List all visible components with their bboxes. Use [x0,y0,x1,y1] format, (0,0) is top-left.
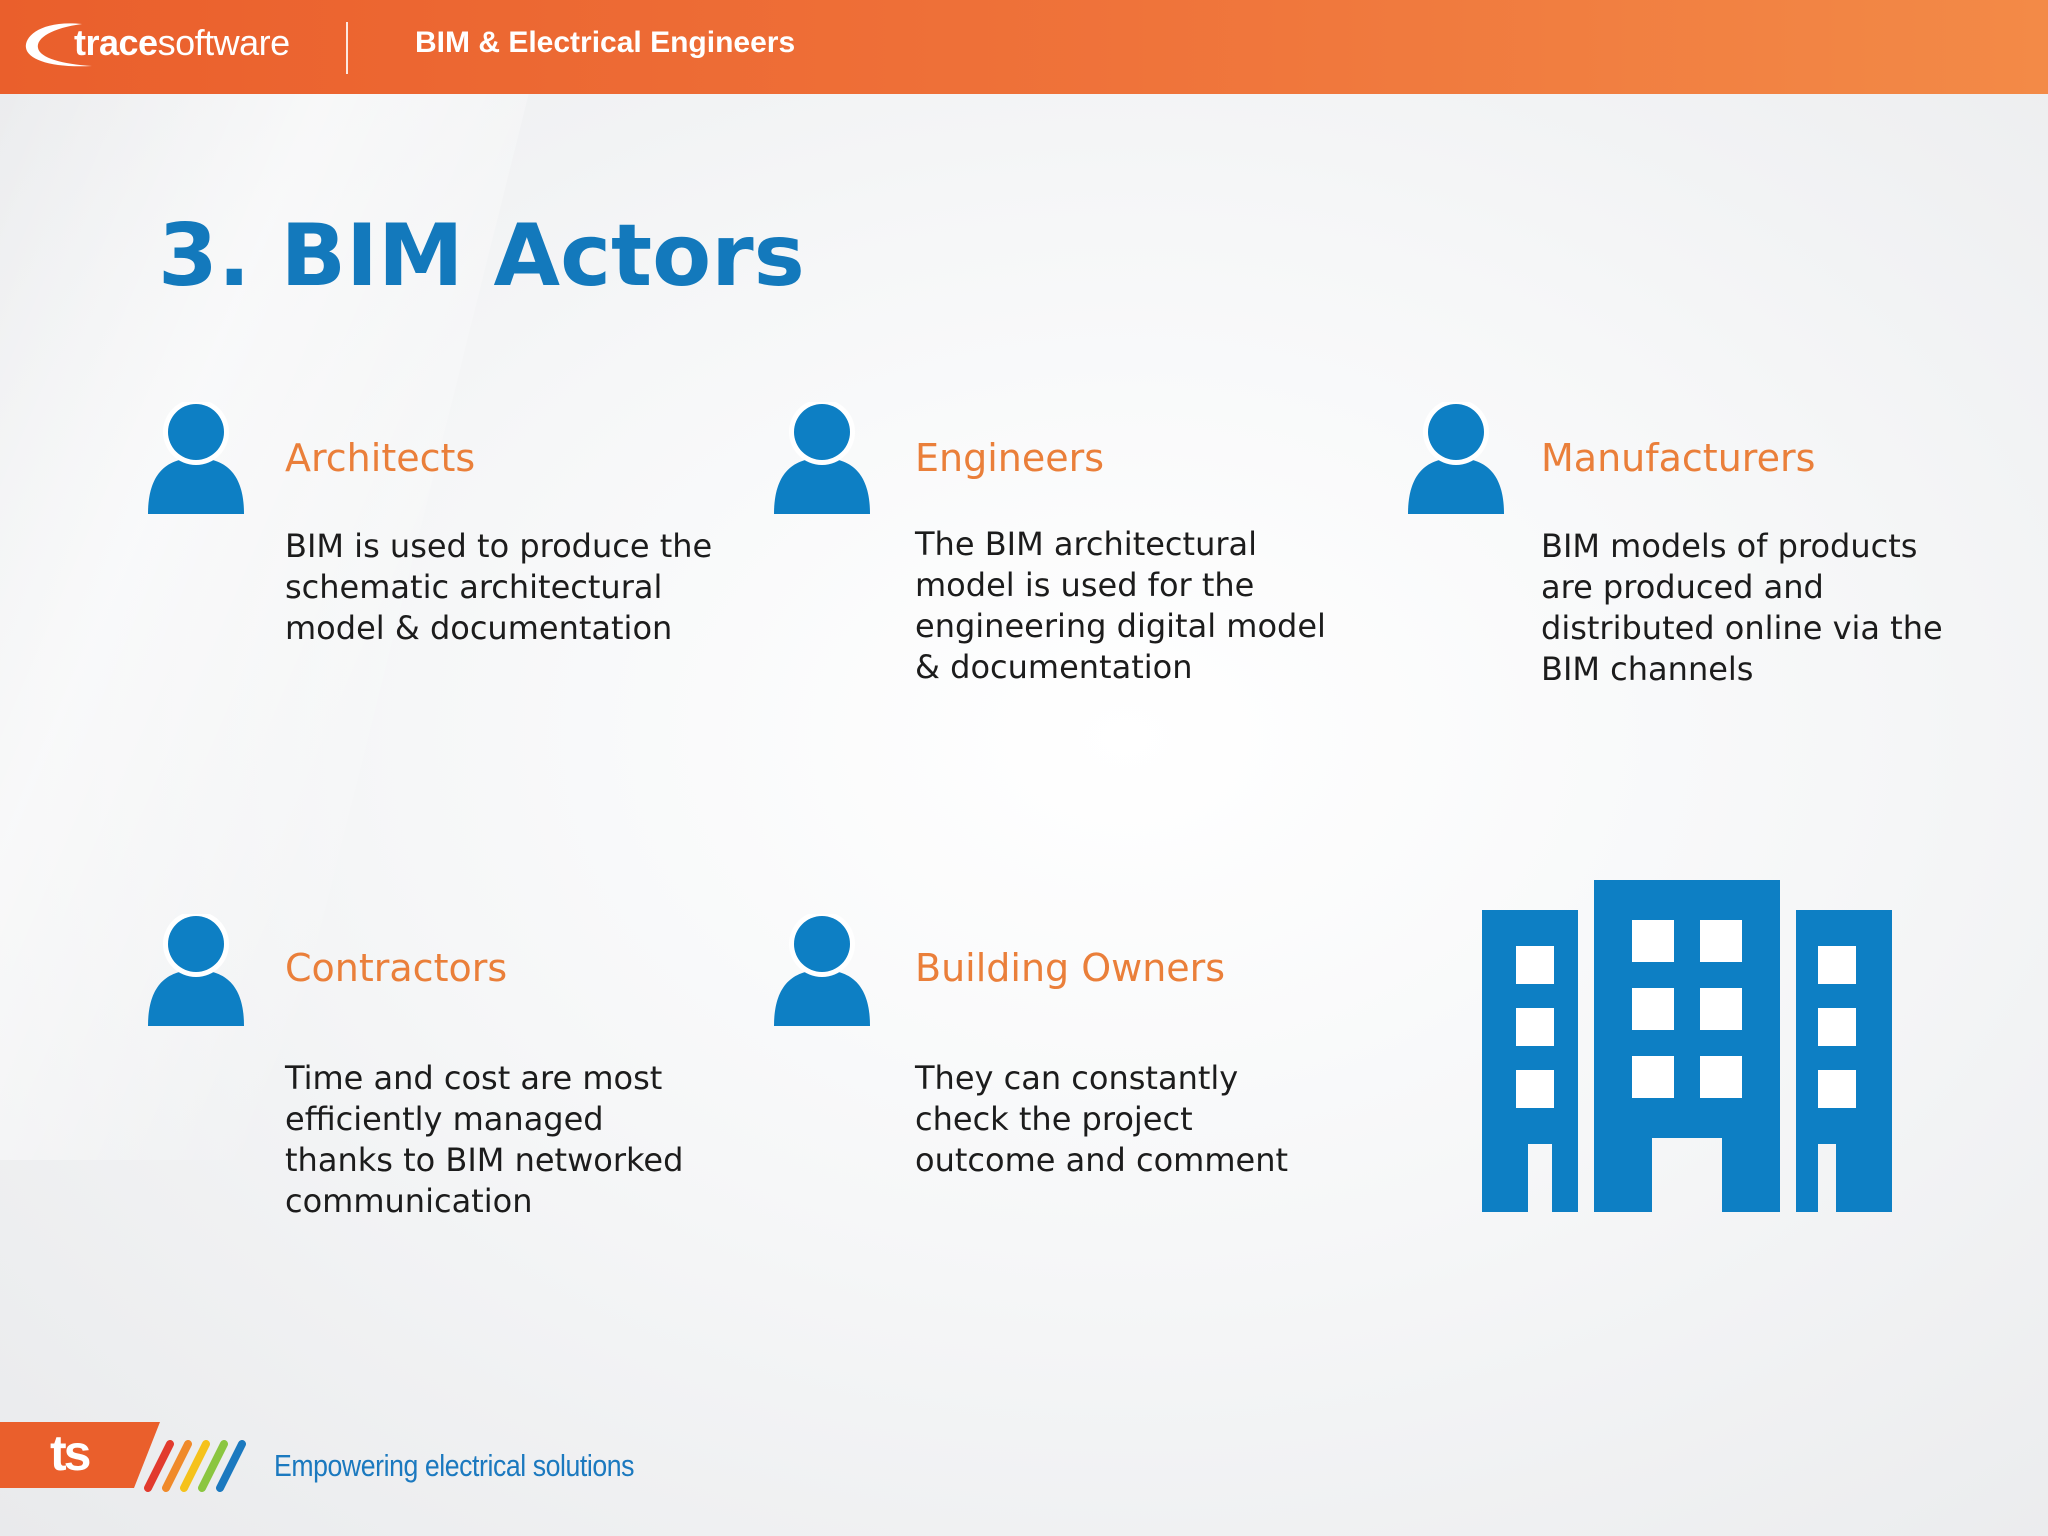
header-bar: tracesoftware BIM & Electrical Engineers [0,0,2048,94]
person-icon [774,914,870,1026]
person-icon [1408,402,1504,514]
actor-heading-engineers: Engineers [915,436,1105,480]
footer-badge-text: ts [50,1425,92,1481]
logo-wordmark-bold: trace [74,22,158,63]
actor-description-architects: BIM is used to produce the schematic arc… [285,527,713,647]
header-title: BIM & Electrical Engineers [415,26,796,59]
building-icon [1482,880,1892,1212]
actor-heading-building-owners: Building Owners [915,946,1226,990]
logo-wordmark-light: software [157,22,291,63]
person-icon [774,402,870,514]
actor-description-engineers: The BIM architectural model is used for … [915,525,1326,686]
footer-tagline: Empowering electrical solutions [274,1448,635,1483]
actor-description-building-owners: They can constantly check the project ou… [915,1059,1289,1179]
person-icon [148,402,244,514]
actor-description-manufacturers: BIM models of products are produced and … [1541,527,1943,688]
page-title: 3. BIM Actors [158,206,805,306]
header-divider [346,22,348,74]
color-stripes-icon [144,1440,246,1492]
logo-wordmark: tracesoftware [74,22,290,64]
person-icon [148,914,244,1026]
actor-heading-manufacturers: Manufacturers [1541,436,1816,480]
footer-badge-shape [0,1422,160,1488]
tracesoftware-logo: tracesoftware [22,18,312,74]
actor-heading-contractors: Contractors [285,946,508,990]
actor-description-contractors: Time and cost are most efficiently manag… [285,1059,684,1220]
logo-swoosh-icon [25,23,93,67]
actor-heading-architects: Architects [285,436,476,480]
